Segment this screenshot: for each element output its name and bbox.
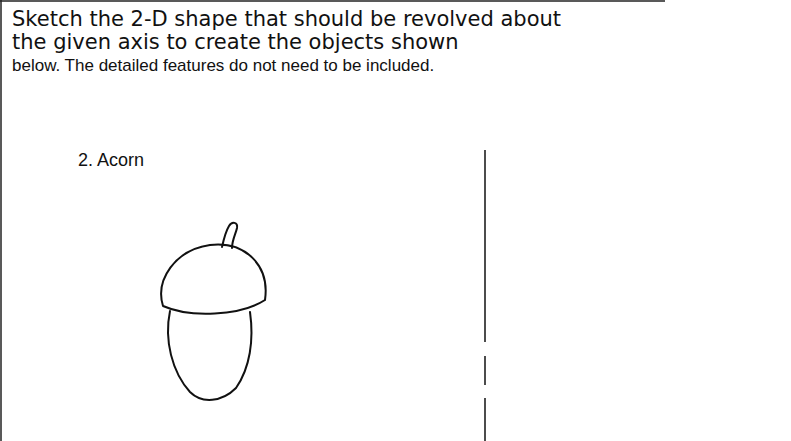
instruction-text: below. The detailed features do not need… — [12, 55, 452, 76]
axis-segment — [484, 398, 486, 441]
axis-segment — [484, 356, 486, 385]
acorn-cap — [161, 245, 265, 314]
axis-segment — [484, 150, 486, 342]
acorn-nut — [168, 311, 251, 400]
frame-top — [0, 0, 665, 2]
acorn-drawing — [161, 223, 265, 400]
revolve-axis — [484, 150, 486, 441]
problem-label: 2. Acorn — [78, 150, 238, 172]
instruction-text: Sketch the 2-D shape that should be revo… — [12, 8, 572, 54]
frame-left — [0, 0, 2, 441]
